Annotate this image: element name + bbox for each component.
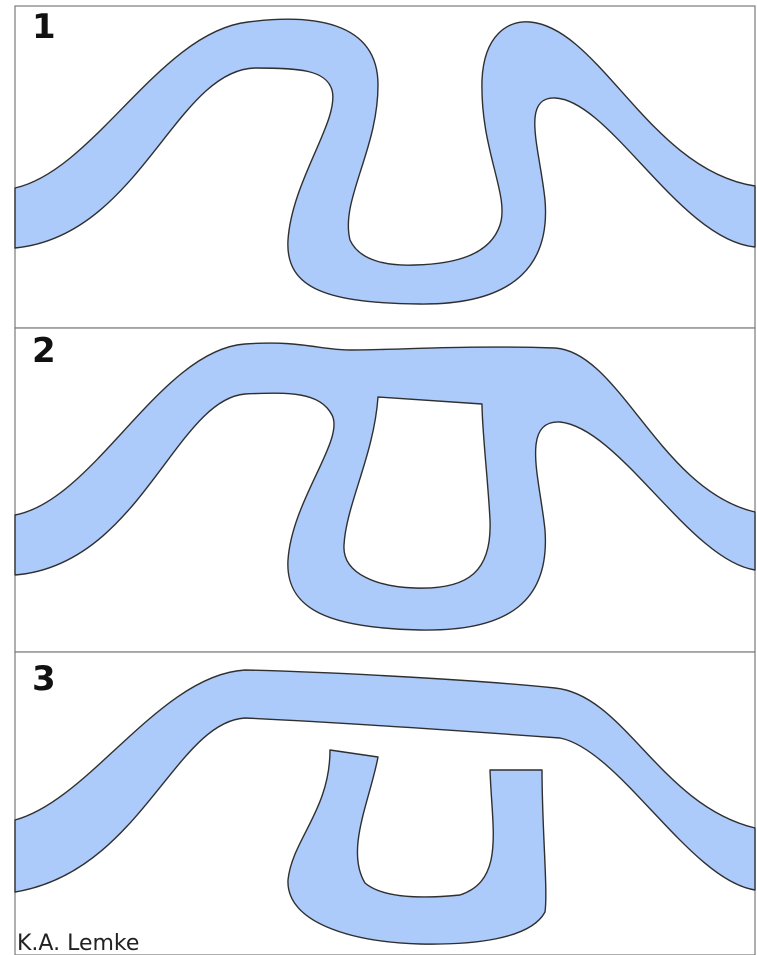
cutoff-river [14, 342, 756, 631]
straightened-river [14, 669, 756, 893]
step-label-3: 3 [32, 659, 56, 699]
step-label-2: 2 [32, 331, 56, 371]
step-label-1: 1 [32, 7, 56, 47]
meander-river [14, 18, 756, 305]
panel-1: 1 [14, 5, 756, 329]
panel-3: 3 [14, 651, 756, 955]
author-credit: K.A. Lemke [17, 931, 139, 955]
panel-2: 2 [14, 327, 756, 653]
oxbow-lake [287, 749, 547, 945]
